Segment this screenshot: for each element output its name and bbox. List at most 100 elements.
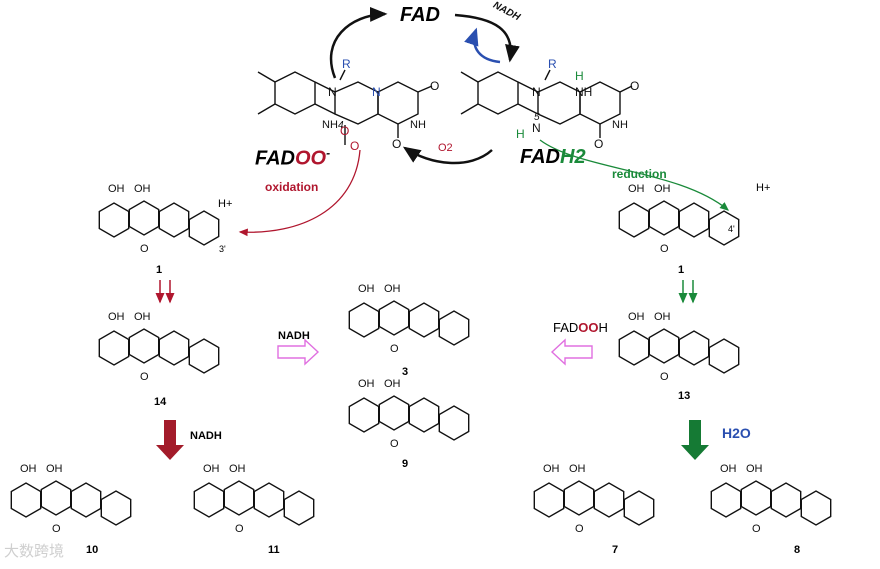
oh-label: OH <box>384 378 401 390</box>
oh-label: OH <box>543 463 560 475</box>
reduction-curve <box>539 139 729 211</box>
compound-1-left: 1 <box>156 264 163 276</box>
ring <box>648 328 680 364</box>
atom-nh-left-2: NH <box>410 119 426 131</box>
compound-1-right: 1 <box>678 264 685 276</box>
ring <box>710 482 742 518</box>
o-label: O <box>390 438 399 450</box>
o-label: O <box>660 243 669 255</box>
nadh-left-label: NADH <box>190 430 222 442</box>
ring <box>678 202 710 238</box>
fadooh-part-c: H <box>598 320 608 335</box>
ring <box>800 490 832 526</box>
ring <box>98 330 130 366</box>
atom-nh-left: NH <box>322 119 338 131</box>
oh-label: OH <box>134 183 151 195</box>
atom-n5: N <box>532 121 541 135</box>
cycle-arrow-fadh2-to-fadoo <box>402 146 493 165</box>
atom-o-peroxy-2: O <box>350 139 359 153</box>
atom-nh-right: NH <box>575 85 592 99</box>
ring <box>223 480 255 516</box>
ring <box>348 302 380 338</box>
ring <box>188 338 220 374</box>
fadh2-part-a: FAD <box>520 146 560 168</box>
o-label: O <box>660 371 669 383</box>
compound-10: 10 <box>86 544 99 556</box>
atom-o-right: O <box>630 79 639 93</box>
ring <box>193 482 225 518</box>
hplus-right: H+ <box>756 182 771 194</box>
oxidation-label: oxidation <box>265 180 319 194</box>
skeleton-1-left: OH OH O <box>98 183 220 255</box>
ring <box>648 200 680 236</box>
compound-13: 13 <box>678 390 691 402</box>
oh-label: OH <box>654 183 671 195</box>
fadooh-label: FADOOH <box>553 320 608 335</box>
oh-label: OH <box>358 378 375 390</box>
ring <box>348 397 380 433</box>
oh-label: OH <box>46 463 63 475</box>
reduction-label: reduction <box>612 167 667 181</box>
o2-label: O2 <box>438 142 453 154</box>
atom-r-right: R <box>548 57 557 71</box>
oxidation-curve <box>238 149 361 237</box>
h2o-label: H2O <box>722 425 751 441</box>
ring <box>188 210 220 246</box>
fadoo-part-a: FAD <box>255 147 295 170</box>
compound-3: 3 <box>402 366 409 378</box>
ring <box>158 202 190 238</box>
ring <box>378 395 410 431</box>
flavin-right <box>460 69 633 138</box>
oh-label: OH <box>134 311 151 323</box>
ring <box>98 202 130 238</box>
ring <box>253 482 285 518</box>
cycle-arrow-to-fad <box>329 6 388 79</box>
atom-o-left: O <box>430 79 439 93</box>
nadh-mid-label: NADH <box>278 330 310 342</box>
atom-n-left: N <box>328 85 337 99</box>
oh-label: OH <box>654 311 671 323</box>
ring <box>563 480 595 516</box>
oh-label: OH <box>569 463 586 475</box>
fadoo-part-b: OO <box>295 147 327 170</box>
ring <box>533 482 565 518</box>
atom-num4p: 4' <box>728 224 735 234</box>
oh-label: OH <box>720 463 737 475</box>
atom-o-peroxy: O <box>340 124 349 138</box>
fadoo-label: FADOO- <box>255 146 330 171</box>
ring <box>408 397 440 433</box>
o-label: O <box>140 243 149 255</box>
oh-label: OH <box>108 311 125 323</box>
ring <box>678 330 710 366</box>
ring <box>378 300 410 336</box>
skeleton-9: OH OH O <box>348 378 470 450</box>
fadooh-part-a: FAD <box>553 320 579 335</box>
oh-label: OH <box>628 311 645 323</box>
arrow-14-10 <box>156 420 184 460</box>
fadooh-part-b: OO <box>578 320 599 335</box>
atom-o-right-2: O <box>594 137 603 151</box>
oh-label: OH <box>203 463 220 475</box>
ring <box>740 480 772 516</box>
ring <box>40 480 72 516</box>
oh-label: OH <box>229 463 246 475</box>
atom-h-right: H <box>575 69 584 83</box>
skeleton-13: OH OH O <box>618 311 740 383</box>
fadh2-part-b: H2 <box>560 146 586 168</box>
ring <box>593 482 625 518</box>
ring <box>623 490 655 526</box>
o-label: O <box>752 523 761 535</box>
oh-label: OH <box>384 283 401 295</box>
atom-num5: 5 <box>534 112 540 123</box>
ring <box>283 490 315 526</box>
ring <box>618 202 650 238</box>
oh-label: OH <box>108 183 125 195</box>
